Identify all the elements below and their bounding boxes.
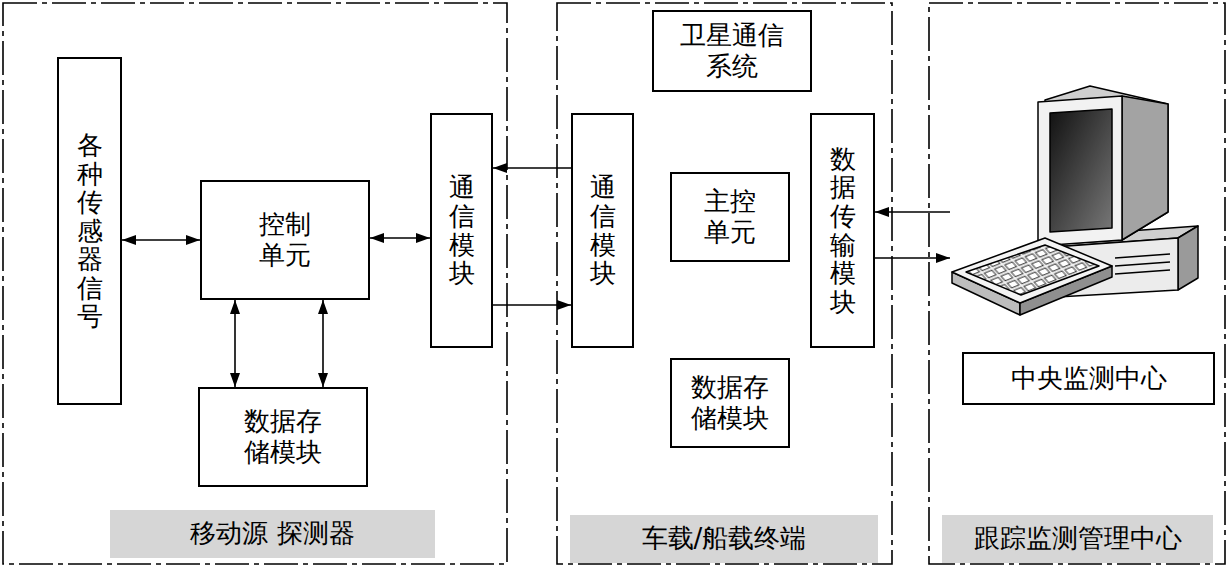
- storage-box: 数据存储模块: [198, 387, 368, 487]
- arrow-connector: [234, 300, 236, 387]
- arrow-connector: [493, 167, 571, 169]
- comm-module-box: 通信模块: [430, 113, 493, 348]
- sensor-box: 各种传感器信号: [57, 57, 122, 405]
- control-unit-box: 控制单元: [200, 180, 370, 300]
- label-text: 数据存储模块: [689, 372, 771, 434]
- region-panel: 移动源 探测器 各种传感器信号 控制单元数据存储模块 通信模块: [2, 2, 508, 565]
- arrow-connector: [322, 300, 324, 387]
- main-control-box: 主控单元: [670, 172, 790, 262]
- satellite-box: 卫星通信系统: [652, 10, 812, 92]
- label-text: 主控单元: [702, 186, 758, 248]
- label-text: 中央监测中心: [1011, 363, 1167, 394]
- transfer-module-box: 数据传输模块: [810, 113, 875, 348]
- dashdot-frame: [928, 2, 1226, 565]
- monitor-center: 中央监测中心: [950, 90, 1217, 406]
- label-text: 通信模块: [449, 173, 475, 287]
- storage-box: 数据存储模块: [670, 358, 790, 448]
- label-text: 车载/船载终端: [642, 523, 807, 554]
- label-text: 控制单元: [257, 209, 313, 271]
- label-text: 数据传输模块: [830, 145, 856, 317]
- region-panel: 跟踪监测管理中心 中央监测中心: [928, 2, 1226, 565]
- arrow-connector: [875, 257, 950, 259]
- label-box: 中央监测中心: [962, 352, 1215, 405]
- panel-band: 移动源 探测器: [110, 510, 435, 558]
- panel-band: 跟踪监测管理中心: [942, 515, 1213, 563]
- arrow-connector: [875, 211, 950, 213]
- label-text: 跟踪监测管理中心: [974, 523, 1182, 554]
- label-text: 通信模块: [590, 173, 616, 287]
- panel-band: 车载/船载终端: [570, 515, 878, 563]
- label-text: 卫星通信系统: [678, 20, 786, 82]
- comm-module-box: 通信模块: [571, 113, 634, 348]
- arrow-connector: [493, 304, 571, 306]
- arrow-connector: [370, 237, 430, 239]
- arrow-connector: [122, 239, 200, 241]
- label-text: 各种传感器信号: [77, 131, 103, 331]
- label-text: 移动源 探测器: [190, 518, 354, 549]
- label-text: 数据存储模块: [242, 406, 324, 468]
- region-panel: 车载/船载终端 卫星通信系统通信模块 主控单元 数据传输模块数据存储模块: [556, 2, 893, 565]
